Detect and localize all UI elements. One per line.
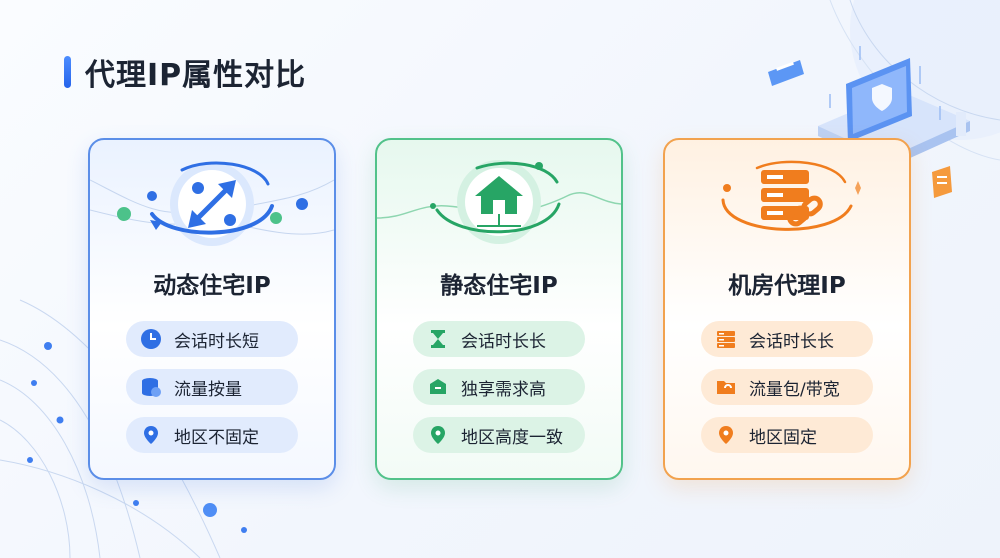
location-pin-icon xyxy=(715,424,737,446)
server-icon xyxy=(715,328,737,350)
database-icon xyxy=(140,376,162,398)
card-static-residential-ip: 静态住宅IP 会话时长长 独享需求高 地区高度一致 xyxy=(375,138,623,480)
feature-label: 地区固定 xyxy=(749,427,817,448)
feature-session-duration: 会话时长短 xyxy=(126,321,298,357)
feature-traffic-bandwidth: 流量包/带宽 xyxy=(701,369,873,405)
static-ip-illustration xyxy=(377,160,621,244)
title-accent-bar xyxy=(64,56,71,88)
box-icon xyxy=(427,376,449,398)
dynamic-ip-illustration xyxy=(90,161,334,246)
card-title: 机房代理IP xyxy=(728,273,846,299)
page-title: 代理IP属性对比 xyxy=(85,58,307,93)
location-pin-icon xyxy=(427,424,449,446)
feature-session-duration: 会话时长长 xyxy=(701,321,873,357)
header: 代理IP属性对比 xyxy=(64,50,306,94)
feature-label: 流量包/带宽 xyxy=(749,379,840,400)
feature-label: 会话时长长 xyxy=(749,331,834,352)
clock-icon xyxy=(140,328,162,350)
feature-region: 地区不固定 xyxy=(126,417,298,453)
feature-region: 地区固定 xyxy=(701,417,873,453)
card-title: 动态住宅IP xyxy=(153,273,271,299)
feature-label: 地区高度一致 xyxy=(461,427,563,448)
feature-label: 地区不固定 xyxy=(174,427,259,448)
card-title: 静态住宅IP xyxy=(440,273,558,299)
feature-label: 会话时长长 xyxy=(461,331,546,352)
feature-label: 独享需求高 xyxy=(461,379,546,400)
card-datacenter-proxy-ip: 机房代理IP 会话时长长 流量包/带宽 地区固定 xyxy=(663,138,911,480)
location-pin-icon xyxy=(140,424,162,446)
feature-region: 地区高度一致 xyxy=(413,417,585,453)
feature-label: 流量按量 xyxy=(174,379,242,400)
card-dynamic-residential-ip: 动态住宅IP 会话时长短 流量按量 地区不固定 xyxy=(88,138,336,480)
hourglass-icon xyxy=(427,328,449,350)
feature-traffic-billing: 流量按量 xyxy=(126,369,298,405)
folder-icon xyxy=(715,376,737,398)
feature-exclusive-demand: 独享需求高 xyxy=(413,369,585,405)
feature-label: 会话时长短 xyxy=(174,331,259,352)
feature-session-duration: 会话时长长 xyxy=(413,321,585,357)
datacenter-illustration xyxy=(721,160,861,231)
